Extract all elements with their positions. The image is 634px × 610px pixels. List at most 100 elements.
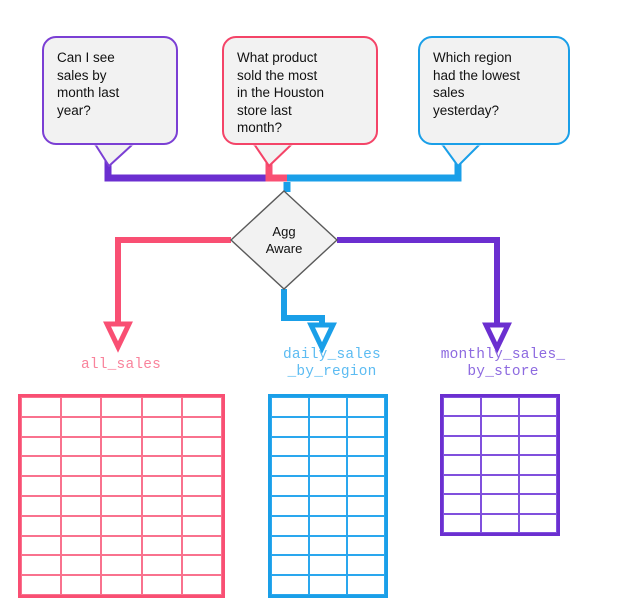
router-diamond-wrapper[interactable]: Agg Aware <box>231 191 337 289</box>
table-cell <box>21 456 62 477</box>
table-cell <box>181 575 222 595</box>
table-cell <box>101 416 142 437</box>
table-cell <box>181 495 222 516</box>
table-cell <box>141 436 182 457</box>
router-diamond[interactable] <box>229 190 339 290</box>
table-cell <box>309 575 347 595</box>
bubble-tail-region <box>441 142 481 167</box>
table-cell <box>61 476 102 496</box>
table-cell <box>309 555 347 576</box>
table-cell <box>443 435 481 456</box>
table-cell <box>481 435 519 456</box>
table-cell <box>21 495 62 516</box>
table-cell <box>141 575 182 595</box>
router-label-line1: Agg <box>272 224 296 239</box>
table-cell <box>519 435 557 456</box>
table-cell <box>271 416 309 437</box>
table-cell <box>271 476 309 496</box>
table-cell <box>309 456 347 477</box>
table-cell <box>271 495 309 516</box>
table-cell <box>347 555 385 576</box>
table-cell <box>347 575 385 595</box>
table-cell <box>519 455 557 475</box>
table-cell <box>443 494 481 514</box>
router-label-line2: Aware <box>265 241 303 256</box>
table-cell <box>347 476 385 496</box>
table-cell <box>21 575 62 595</box>
table-cell <box>61 436 102 457</box>
table-cell <box>309 535 347 556</box>
table-cell <box>181 397 222 417</box>
table-cell <box>21 535 62 556</box>
table-cell <box>347 416 385 437</box>
bubble-tail-product <box>253 142 293 167</box>
table-grid-monthly-sales[interactable] <box>440 394 560 536</box>
table-grid-daily-sales[interactable] <box>268 394 388 598</box>
table-cell <box>271 456 309 477</box>
table-cell <box>347 436 385 457</box>
table-cell <box>61 495 102 516</box>
table-cell <box>61 555 102 576</box>
table-cell <box>519 494 557 514</box>
table-caption-all-sales: all_sales <box>80 357 162 373</box>
table-cell <box>309 515 347 536</box>
table-cell <box>481 397 519 417</box>
table-cell <box>101 575 142 595</box>
table-cell <box>271 397 309 417</box>
table-cell <box>181 436 222 457</box>
table-cell <box>481 455 519 475</box>
table-cell <box>347 535 385 556</box>
table-cell <box>309 436 347 457</box>
table-cell <box>181 456 222 477</box>
table-cell <box>443 513 481 533</box>
table-cell <box>21 476 62 496</box>
table-cell <box>141 515 182 536</box>
bubble-tail-month <box>94 142 134 167</box>
table-cell <box>141 535 182 556</box>
table-cell <box>443 455 481 475</box>
table-cell <box>101 515 142 536</box>
table-cell <box>481 513 519 533</box>
table-cell <box>481 494 519 514</box>
table-grid-all-sales[interactable] <box>18 394 225 598</box>
table-cell <box>309 495 347 516</box>
table-cell <box>101 555 142 576</box>
table-cell <box>21 515 62 536</box>
table-cell <box>519 416 557 436</box>
table-cell <box>271 575 309 595</box>
table-cell <box>271 515 309 536</box>
table-cell <box>309 416 347 437</box>
table-cell <box>141 397 182 417</box>
table-cell <box>21 397 62 417</box>
table-cell <box>347 456 385 477</box>
question-bubble-product[interactable]: What product sold the most in the Housto… <box>222 36 378 145</box>
table-cell <box>519 513 557 533</box>
table-cell <box>21 555 62 576</box>
table-cell <box>443 397 481 417</box>
table-cell <box>481 474 519 495</box>
table-cell <box>21 436 62 457</box>
table-cell <box>101 476 142 496</box>
table-cell <box>347 515 385 536</box>
table-cell <box>61 535 102 556</box>
question-bubble-region[interactable]: Which region had the lowest sales yester… <box>418 36 570 145</box>
question-bubble-region-text: Which region had the lowest sales yester… <box>433 50 521 118</box>
question-bubble-month[interactable]: Can I see sales by month last year? <box>42 36 178 145</box>
table-cell <box>309 476 347 496</box>
table-cell <box>101 535 142 556</box>
table-cell <box>21 416 62 437</box>
table-cell <box>141 456 182 477</box>
table-cell <box>101 436 142 457</box>
table-cell <box>519 474 557 495</box>
table-cell <box>443 416 481 436</box>
table-cell <box>481 416 519 436</box>
table-cell <box>443 474 481 495</box>
table-cell <box>101 397 142 417</box>
table-cell <box>101 456 142 477</box>
table-cell <box>271 555 309 576</box>
table-cell <box>181 476 222 496</box>
table-cell <box>101 495 142 516</box>
table-cell <box>61 515 102 536</box>
table-caption-daily-sales: daily_sales _by_region <box>283 347 381 380</box>
table-cell <box>141 476 182 496</box>
